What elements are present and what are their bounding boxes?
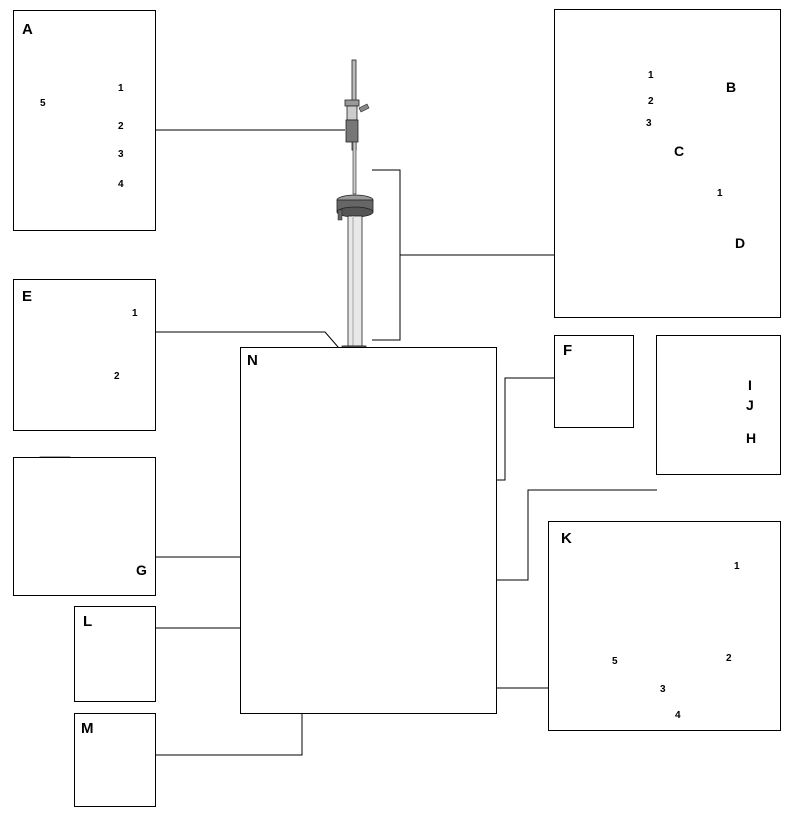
part-k1: 1 [734, 561, 740, 572]
label-j: J [746, 397, 754, 413]
part-a3: 3 [118, 149, 124, 160]
part-d1: 1 [717, 188, 723, 199]
panel-l-label: L [83, 613, 93, 630]
part-e1: 1 [132, 308, 138, 319]
panel-k: K [548, 521, 781, 731]
panel-f-label: F [563, 342, 573, 359]
panel-a: A [13, 10, 156, 231]
panel-f: F [554, 335, 634, 428]
panel-e-label: E [22, 288, 33, 305]
panel-m-label: M [81, 720, 94, 737]
panel-e: E [13, 279, 156, 431]
panel-n: N [240, 347, 497, 714]
panel-m: M [74, 713, 156, 807]
part-c3: 3 [646, 118, 652, 129]
part-a5: 5 [40, 98, 46, 109]
part-c2: 2 [648, 96, 654, 107]
panel-k-label: K [561, 530, 572, 547]
label-b: B [726, 79, 737, 95]
label-g: G [136, 562, 147, 578]
label-i: I [748, 377, 752, 393]
part-k4: 4 [675, 710, 681, 721]
panel-g [13, 457, 156, 596]
panel-l: L [74, 606, 156, 702]
label-h: H [746, 430, 757, 446]
part-k2: 2 [726, 653, 732, 664]
part-c1: 1 [648, 70, 654, 81]
label-c: C [674, 143, 685, 159]
part-a4: 4 [118, 179, 124, 190]
part-a1: 1 [118, 83, 124, 94]
part-e2: 2 [114, 371, 120, 382]
part-k5: 5 [612, 656, 618, 667]
label-d: D [735, 235, 746, 251]
panel-a-label: A [22, 21, 33, 38]
part-a2: 2 [118, 121, 124, 132]
panel-bcd [554, 9, 781, 318]
panel-h [656, 335, 781, 475]
panel-n-label: N [247, 352, 258, 369]
part-k3: 3 [660, 684, 666, 695]
